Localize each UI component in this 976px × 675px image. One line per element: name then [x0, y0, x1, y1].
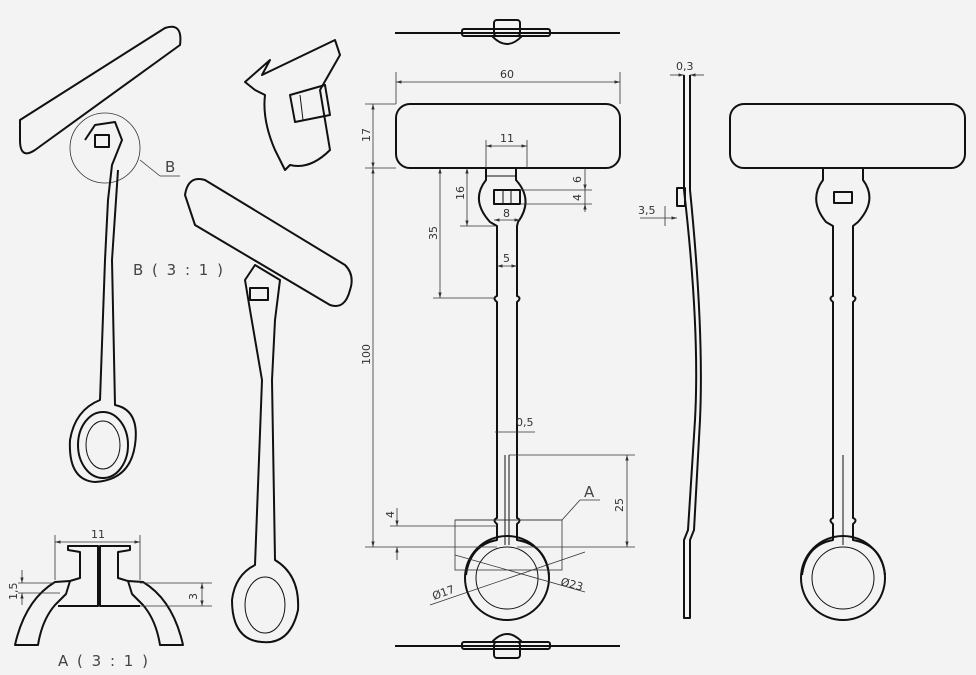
dim-thickness: 0,3	[676, 60, 694, 73]
dim-detail-depth: 3	[187, 593, 200, 600]
dim-total-length: 100	[360, 344, 373, 365]
detail-a-marker: A	[584, 483, 596, 501]
rear-view	[729, 103, 966, 621]
dim-slot-height: 4	[571, 194, 584, 201]
detail-b: B ( 3 : 1 )	[133, 39, 341, 279]
dim-stem-width: 5	[503, 252, 510, 265]
dim-slot-inner: 8	[503, 207, 510, 220]
dim-outer-diameter: Ø23	[559, 575, 584, 593]
dim-detail-lip: 1,5	[7, 583, 20, 601]
front-dimensions: 60 17 11 16 6 4 8 35 5 100 0,5 25 4	[360, 68, 635, 606]
top-view	[395, 19, 620, 45]
iso-view-left: B	[19, 25, 182, 483]
dim-slot-width: 11	[500, 132, 514, 145]
dim-ring-offset: 4	[384, 511, 397, 518]
dim-header-height: 17	[360, 128, 373, 142]
dim-slit-width: 0,5	[516, 416, 534, 429]
detail-a-title: A ( 3 : 1 )	[58, 652, 150, 670]
dim-clip-depth: 3,5	[638, 204, 656, 217]
bottom-view	[395, 633, 620, 659]
dim-inner-diameter: Ø17	[431, 583, 457, 603]
dim-slot-offset: 6	[571, 176, 584, 183]
detail-a: 11 1,5 3 A ( 3 : 1 )	[7, 528, 212, 670]
side-view: 0,3 3,5	[638, 60, 704, 619]
front-view	[395, 103, 621, 621]
dim-slit-length: 25	[613, 498, 626, 512]
iso-view-right	[184, 178, 353, 644]
dim-width: 60	[500, 68, 514, 81]
detail-b-marker: B	[165, 158, 177, 176]
detail-b-title: B ( 3 : 1 )	[133, 261, 225, 279]
dim-notch-distance: 35	[427, 226, 440, 240]
dim-neck-depth: 16	[454, 186, 467, 200]
dim-detail-width: 11	[91, 528, 105, 541]
